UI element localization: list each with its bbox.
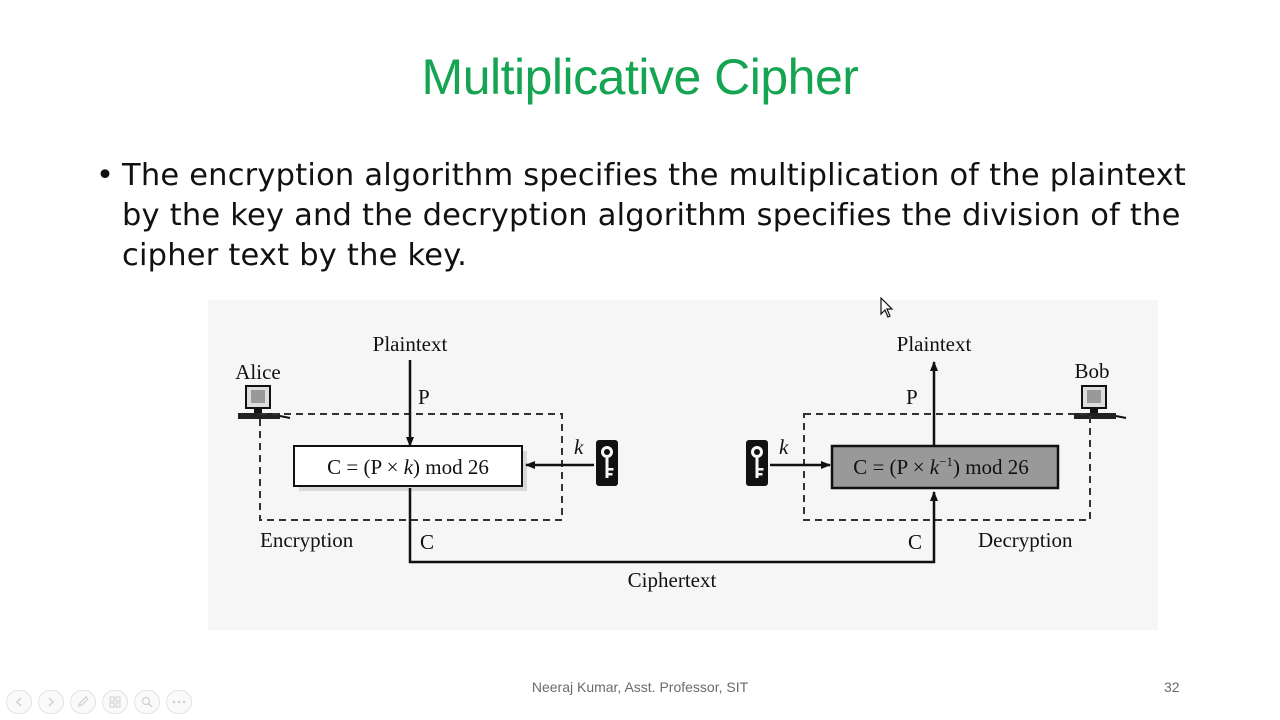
key-icon-encryption [596,440,618,486]
c-left-label: C [420,530,434,554]
more-icon[interactable] [166,690,192,714]
slides-icon[interactable] [102,690,128,714]
bullet-dot: • [96,158,115,193]
plaintext-input-label: Plaintext [373,332,448,356]
previous-icon[interactable] [6,690,32,714]
bob-label: Bob [1074,359,1109,383]
page-number: 32 [1164,679,1180,695]
c-right-label: C [908,530,922,554]
encryption-formula: C = (P × k) mod 26 [327,455,489,479]
bullet-text: The encryption algorithm specifies the m… [122,158,1187,273]
ciphertext-label: Ciphertext [628,568,717,592]
zoom-icon[interactable] [134,690,160,714]
slide-title: Multiplicative Cipher [421,49,859,105]
decryption-label: Decryption [978,528,1073,552]
mouse-cursor-icon [880,297,894,318]
p-left-label: P [418,385,430,409]
encryption-label: Encryption [260,528,354,552]
decryption-formula: C = (P × k−1) mod 26 [853,454,1029,479]
next-icon[interactable] [38,690,64,714]
k-left-label: k [574,435,584,459]
decryption-region [803,413,1091,521]
key-icon-decryption [746,440,768,486]
k-right-label: k [779,435,789,459]
decryption-formula-box [830,444,1060,490]
alice-computer-icon [238,385,291,419]
pen-icon[interactable] [70,690,96,714]
slide-footer: Neeraj Kumar, Asst. Professor, SIT [531,679,749,695]
slideshow-controls [6,690,192,714]
bullet-item: • The encryption algorithm specifies the… [96,156,1226,276]
ciphertext-path [408,488,938,564]
bob-computer-icon [1074,385,1127,419]
plaintext-output-label: Plaintext [897,332,972,356]
alice-label: Alice [235,360,280,384]
p-right-label: P [906,385,918,409]
encryption-formula-box [293,445,523,487]
cipher-diagram: Alice Bob Plaintext Plaintext P P C = (P… [208,300,1158,630]
cipher-diagram-svg: Alice Bob Plaintext Plaintext P P C = (P… [235,332,1127,592]
